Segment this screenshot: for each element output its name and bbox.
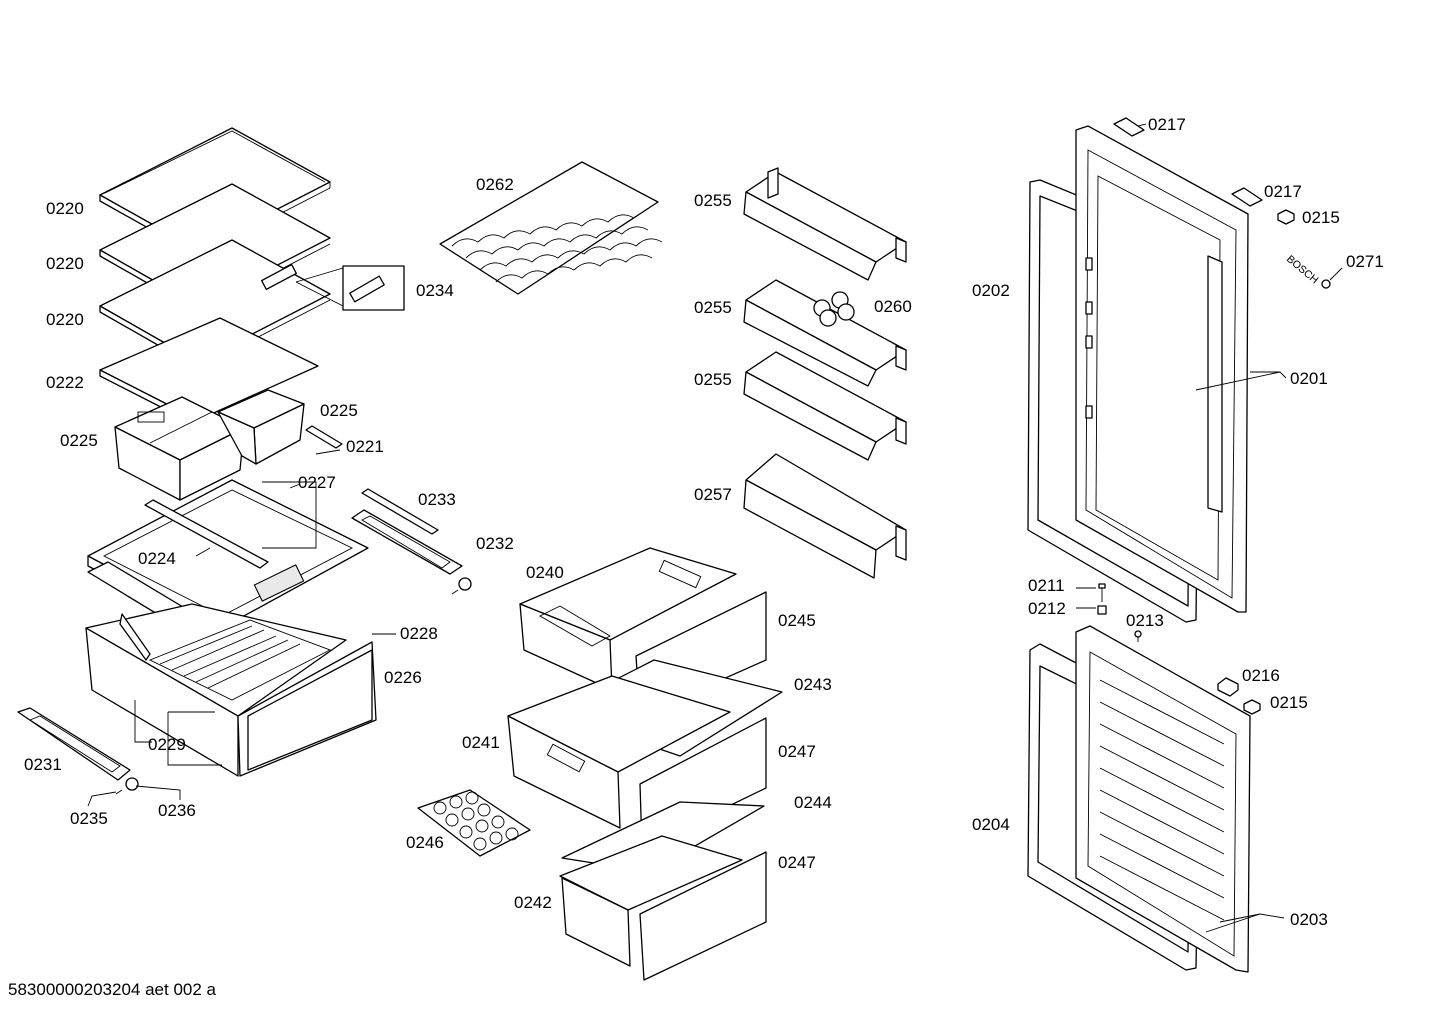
label-0234: 0234 xyxy=(416,281,454,300)
crisper-rail-holder xyxy=(351,509,472,595)
label-0255-b: 0255 xyxy=(694,298,732,317)
label-0240: 0240 xyxy=(526,563,564,582)
label-0244: 0244 xyxy=(794,793,832,812)
label-0235: 0235 xyxy=(70,809,108,828)
hinge-cap-0216 xyxy=(1217,677,1239,697)
label-0201: 0201 xyxy=(1290,369,1328,388)
bosch-logo: BOSCH xyxy=(1284,253,1320,286)
label-0255-a: 0255 xyxy=(694,191,732,210)
small-storage-box-right xyxy=(217,389,305,465)
shelf-trim-detail xyxy=(260,263,405,311)
label-0220-b: 0220 xyxy=(46,254,84,273)
label-0202: 0202 xyxy=(972,281,1010,300)
label-0260: 0260 xyxy=(874,297,912,316)
guide-rail-bottom xyxy=(17,707,139,795)
side-rail xyxy=(305,425,343,449)
label-0224: 0224 xyxy=(138,549,176,568)
label-0233: 0233 xyxy=(418,490,456,509)
label-0211: 0211 xyxy=(1028,576,1065,595)
label-0226: 0226 xyxy=(384,668,422,687)
bushing-0215a xyxy=(1277,209,1295,225)
freezer-drawer-bottom xyxy=(559,835,767,981)
crisper-rail xyxy=(361,488,439,535)
fridge-door-panel xyxy=(1075,125,1249,613)
label-0212: 0212 xyxy=(1028,599,1066,618)
bushing-0215b xyxy=(1243,699,1261,715)
label-0241: 0241 xyxy=(462,733,500,752)
label-0257: 0257 xyxy=(694,485,732,504)
freezer-door-panel xyxy=(1075,625,1251,973)
label-0246: 0246 xyxy=(406,833,444,852)
label-0225-b: 0225 xyxy=(60,431,98,450)
label-0215-b: 0215 xyxy=(1270,693,1308,712)
document-code: 58300000203204 aet 002 a xyxy=(8,980,216,999)
small-storage-box-left xyxy=(114,396,245,501)
label-0228: 0228 xyxy=(400,624,438,643)
pin-0213 xyxy=(1134,630,1142,642)
label-0213: 0213 xyxy=(1126,611,1164,630)
label-0242: 0242 xyxy=(514,893,552,912)
label-0217-b: 0217 xyxy=(1264,182,1302,201)
door-shelf-1 xyxy=(743,167,907,281)
label-0243: 0243 xyxy=(794,675,832,694)
logo-clip xyxy=(1321,279,1331,289)
label-0216: 0216 xyxy=(1242,666,1280,685)
label-0231: 0231 xyxy=(24,755,62,774)
label-0225-a: 0225 xyxy=(320,401,358,420)
label-0255-c: 0255 xyxy=(694,370,732,389)
label-0204: 0204 xyxy=(972,815,1010,834)
wine-rack xyxy=(439,161,663,295)
vegetable-crisper-drawer xyxy=(85,603,377,777)
label-0247-a: 0247 xyxy=(778,742,816,761)
hinge-cover-0217a xyxy=(1113,117,1145,137)
label-0220-c: 0220 xyxy=(46,310,84,329)
label-0203: 0203 xyxy=(1290,910,1328,929)
label-0262: 0262 xyxy=(476,175,514,194)
label-0247-b: 0247 xyxy=(778,853,816,872)
label-0222: 0222 xyxy=(46,373,84,392)
ice-cube-tray xyxy=(417,789,531,857)
spacer-0212 xyxy=(1097,605,1107,615)
label-0215-a: 0215 xyxy=(1302,208,1340,227)
label-0220-a: 0220 xyxy=(46,199,84,218)
label-0227: 0227 xyxy=(298,473,336,492)
label-0232: 0232 xyxy=(476,534,514,553)
label-0229: 0229 xyxy=(148,735,186,754)
egg-holder xyxy=(813,291,855,327)
hinge-cover-0217b xyxy=(1231,187,1263,207)
door-shelf-3 xyxy=(743,351,907,461)
label-0245: 0245 xyxy=(778,611,816,630)
label-0271: 0271 xyxy=(1346,252,1384,271)
label-0221: 0221 xyxy=(346,437,384,456)
label-0217-a: 0217 xyxy=(1148,115,1186,134)
door-shelf-bottle xyxy=(743,453,907,579)
label-0236: 0236 xyxy=(158,801,196,820)
screw-0211 xyxy=(1098,583,1106,602)
